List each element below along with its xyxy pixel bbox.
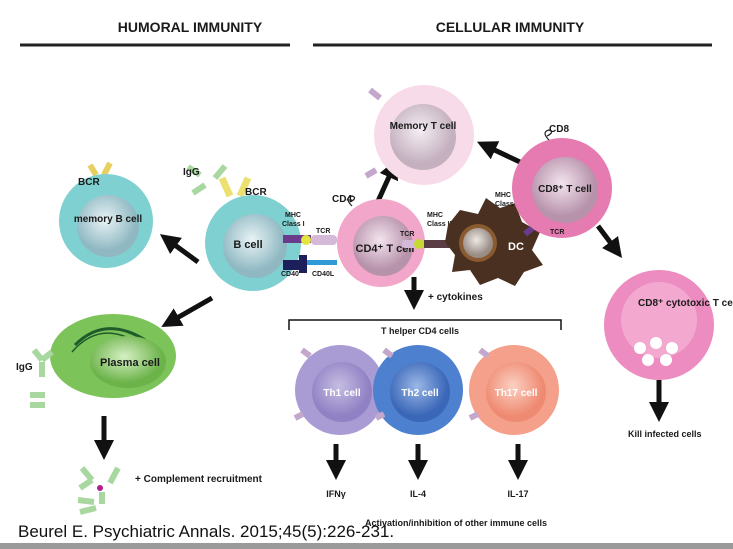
t-helper-bracket [288, 319, 562, 330]
th17-label: Th17 cell [495, 388, 538, 399]
mhc-class-ii-label-a: MHC [427, 212, 443, 219]
igg-antibodies-icon [30, 348, 54, 408]
cytotoxic-label: CD8⁺ cytotoxic T cell [638, 298, 733, 309]
tcr-mhc-ii-complex [402, 239, 450, 249]
activation-label: Activation/inhibition of other immune ce… [365, 518, 547, 528]
memory-t-label: Memory T cell [390, 121, 457, 132]
memory-b-label: memory B cell [74, 214, 143, 225]
kill-infected-label: Kill infected cells [628, 429, 702, 439]
tcr-label-3: TCR [550, 229, 564, 236]
cd40l-label: CD40L [312, 271, 335, 278]
arrow-cd8-to-cytotoxic [596, 224, 622, 258]
bottom-bar [0, 543, 733, 549]
mhc-class-i-label-b: Class I [282, 221, 305, 228]
bcr-label-2: BCR [245, 187, 267, 198]
header-humoral: HUMORAL IMMUNITY [118, 19, 263, 35]
tcr-label-2: TCR [400, 231, 414, 238]
il4-label: IL-4 [410, 489, 426, 499]
ifng-label: IFNγ [326, 489, 346, 499]
memory-b-cell: memory B cell [59, 161, 153, 268]
cd4-label: CD4 [332, 194, 352, 205]
citation: Beurel E. Psychiatric Annals. 2015;45(5)… [18, 522, 395, 541]
cd40-label: CD40 [281, 271, 299, 278]
b-cell: B cell [205, 176, 301, 291]
cd4-t-cell-label: CD4⁺ T cell [356, 243, 415, 255]
tcr-label-1: TCR [316, 228, 330, 235]
plasma-cell-label: Plasma cell [100, 357, 160, 369]
dc-label: DC [508, 241, 524, 253]
complement-label: + Complement recruitment [135, 474, 263, 485]
mhc-class-ii-label-b: Class II [427, 221, 452, 228]
mhc-class-i-label-a: MHC [285, 212, 301, 219]
cd8-t-cell-label: CD8⁺ T cell [538, 184, 592, 195]
cd8-t-cell: CD8⁺ T cell [512, 129, 612, 238]
th17-cell: Th17 cell [468, 345, 559, 435]
mhc-tcr-complex-b-cd4 [283, 235, 337, 273]
b-cell-label: B cell [233, 239, 262, 251]
cytokines-label: + cytokines [428, 292, 483, 303]
dendritic-cell: DC [445, 198, 543, 286]
memory-t-cell: Memory T cell [364, 85, 474, 185]
plasma-cell: Plasma cell [50, 314, 176, 398]
mhc-class-i-dc-label-b: Class I [495, 201, 518, 208]
th2-cell: Th2 cell [373, 345, 463, 435]
arrow-cd8-to-memory-t [476, 141, 522, 165]
header-cellular: CELLULAR IMMUNITY [436, 19, 585, 35]
igg-antibody-icon [186, 164, 228, 196]
mhc-class-i-dc-label-a: MHC [495, 192, 511, 199]
cd4-t-cell: CD4⁺ T cell [337, 195, 425, 287]
bcr-label-1: BCR [78, 177, 100, 188]
th2-label: Th2 cell [401, 388, 438, 399]
cd8-label: CD8 [549, 124, 569, 135]
cd8-cytotoxic-t-cell: CD8⁺ cytotoxic T cell [604, 270, 733, 380]
th1-label: Th1 cell [323, 388, 360, 399]
t-helper-label: T helper CD4 cells [381, 326, 459, 336]
arrow-b-to-plasma [161, 295, 214, 327]
th1-cell: Th1 cell [293, 345, 385, 435]
arrow-b-to-memory-b [159, 234, 200, 265]
complement-antibodies-icon [77, 466, 121, 515]
igg-label-1: IgG [183, 167, 200, 178]
il17-label: IL-17 [507, 489, 528, 499]
igg-label-2: IgG [16, 362, 33, 373]
